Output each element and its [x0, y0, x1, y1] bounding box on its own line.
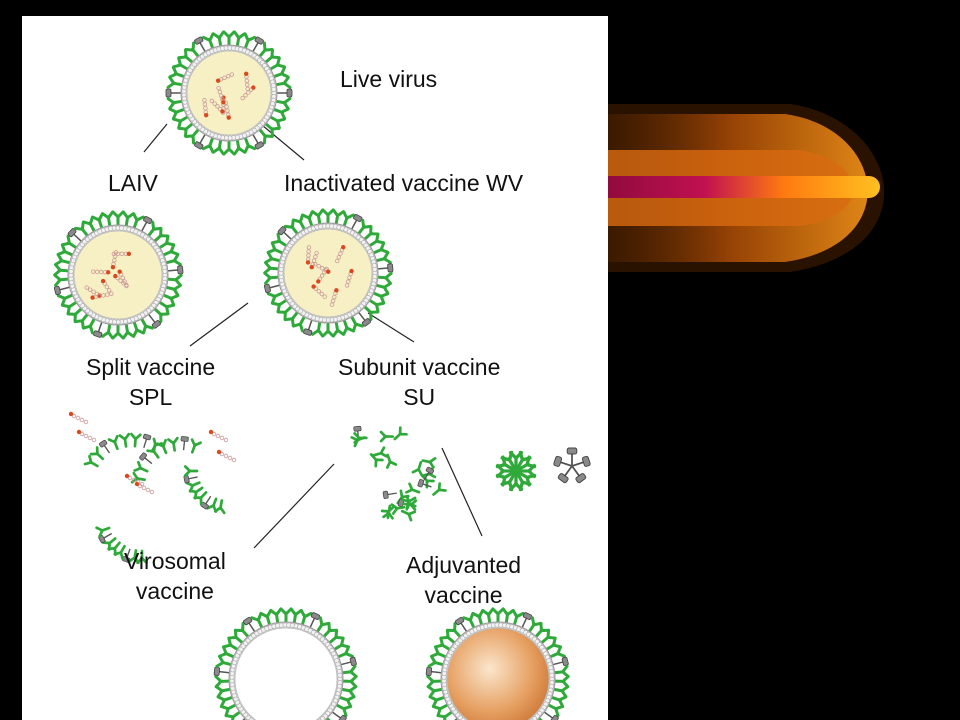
subunit-line2: SU [403, 384, 436, 410]
virosomal-vaccine-label: Virosomal vaccine [124, 546, 226, 606]
inactivated-text: Inactivated vaccine WV [284, 170, 524, 196]
connector-lines [143, 119, 483, 549]
virosomal-line2: vaccine [135, 578, 214, 604]
adjuvanted-line1: Adjuvanted [406, 552, 522, 578]
live-virus-text: Live virus [340, 66, 438, 92]
split-vaccine-label: Split vaccine SPL [86, 352, 215, 412]
adjuvanted-line2: vaccine [424, 582, 503, 608]
split-line1: Split vaccine [86, 354, 216, 380]
laiv-label: LAIV [108, 168, 158, 198]
laiv-text: LAIV [108, 170, 158, 196]
vaccine-diagram [53, 30, 591, 720]
split-line2: SPL [128, 384, 173, 410]
adjuvanted-vaccine-label: Adjuvanted vaccine [406, 550, 521, 610]
inactivated-label: Inactivated vaccine WV [284, 168, 523, 198]
live-virus-virion [165, 30, 293, 156]
adjuvanted-particle [425, 607, 570, 720]
diagram-panel: Live virus LAIV Inactivated vaccine WV S… [22, 16, 608, 720]
subunit-antigen-cluster [350, 425, 447, 522]
laiv-virion [53, 210, 184, 340]
ha-rosette [495, 450, 537, 492]
live-virus-label: Live virus [340, 64, 437, 94]
inactivated-virion [263, 208, 394, 338]
split-vaccine-fragments [68, 411, 237, 565]
subunit-line1: Subunit vaccine [338, 354, 501, 380]
subunit-vaccine-label: Subunit vaccine SU [338, 352, 500, 412]
na-star [553, 447, 591, 484]
virosome-particle [213, 607, 358, 720]
virosomal-line1: Virosomal [124, 548, 226, 574]
